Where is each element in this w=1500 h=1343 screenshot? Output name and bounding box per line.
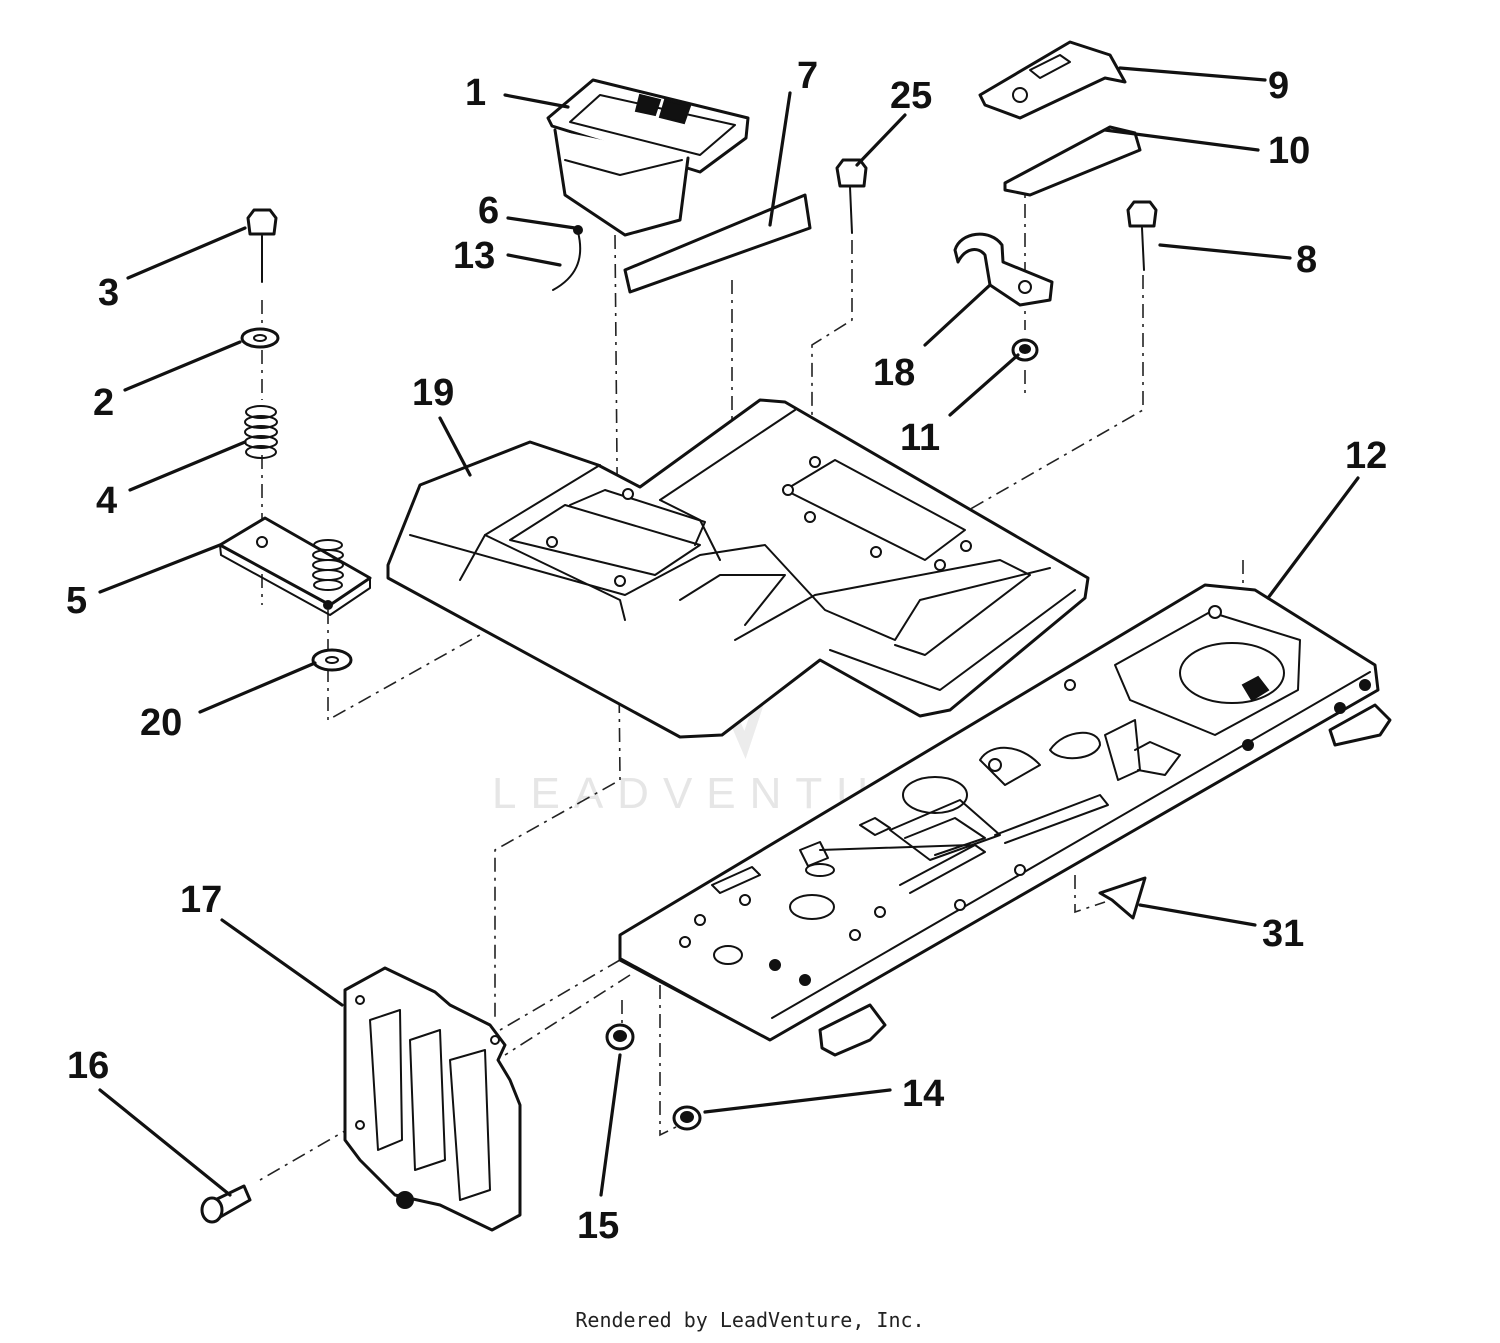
seat-bracket — [218, 516, 372, 616]
callout-6: 6 — [478, 190, 499, 232]
callout-2: 2 — [93, 382, 114, 424]
spring-4 — [244, 405, 278, 459]
nut-14 — [672, 1105, 702, 1131]
callout-5: 5 — [66, 580, 87, 622]
callout-19: 19 — [412, 372, 454, 414]
callout-13: 13 — [453, 235, 495, 277]
callout-4: 4 — [96, 480, 117, 522]
plate-10 — [1003, 125, 1142, 197]
callout-3: 3 — [98, 272, 119, 314]
washer-2 — [240, 327, 280, 349]
main-frame — [618, 583, 1392, 1057]
callout-11: 11 — [900, 417, 940, 459]
callout-25: 25 — [890, 75, 932, 117]
pad-decal — [623, 193, 812, 294]
front-plate-17 — [343, 966, 522, 1232]
callout-20: 20 — [140, 702, 182, 744]
bolt-16 — [200, 1184, 252, 1224]
callout-18: 18 — [873, 352, 915, 394]
strap-bolt — [552, 225, 583, 291]
assembly-lines — [259, 175, 1244, 1181]
callout-1: 1 — [465, 72, 486, 114]
nut-15 — [605, 1023, 635, 1051]
fender-body — [386, 398, 1090, 739]
leader-lines — [98, 66, 1360, 1197]
callout-31: 31 — [1262, 913, 1304, 955]
callout-7: 7 — [797, 55, 818, 97]
callout-17: 17 — [180, 879, 222, 921]
cover-plate-9 — [978, 40, 1127, 120]
footer-credit: Rendered by LeadVenture, Inc. — [575, 1308, 925, 1332]
bolt-25 — [835, 158, 868, 234]
callout-14: 14 — [902, 1073, 944, 1115]
bolt-8 — [1126, 200, 1158, 271]
callout-16: 16 — [67, 1045, 109, 1087]
callout-8: 8 — [1296, 239, 1317, 281]
callout-15: 15 — [577, 1205, 619, 1247]
tab-31 — [1098, 876, 1147, 920]
callout-9: 9 — [1268, 65, 1289, 107]
callout-10: 10 — [1268, 130, 1310, 172]
washer-20 — [311, 648, 353, 672]
callout-labels: 1 7 25 9 10 8 6 13 3 2 4 5 20 19 18 11 1… — [66, 55, 1387, 1247]
bolt-3 — [246, 208, 278, 283]
callout-12: 12 — [1345, 435, 1387, 477]
clamp-18 — [953, 232, 1054, 307]
battery-box — [546, 78, 750, 237]
